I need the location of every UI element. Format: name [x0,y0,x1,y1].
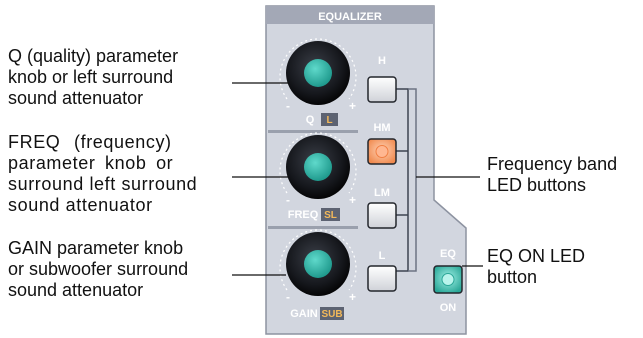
band-button-label: LM [374,187,390,199]
band-led-indicator [375,145,389,158]
callout-line: LED buttons [487,175,587,195]
eq-button-top-label: EQ [440,248,456,260]
callout-line: EQ ON LED [487,246,586,266]
freq-knob-group: - + FREQ SL [279,132,357,221]
callout-line: sound attenuator [8,280,144,300]
callout-freq: FREQ (frequency) parameter knob or surro… [8,132,197,216]
q-knob-cap [304,59,332,87]
callout-line: GAIN parameter knob [8,238,184,258]
callout-line: sound attenuator [8,195,153,215]
callout-line: button [487,267,538,287]
callout-band: Frequency band LED buttons [487,154,617,196]
gain-knob-cap [304,250,332,278]
band-button-label: HM [373,122,390,134]
band-bracket-line [396,150,408,216]
gain-alt-label-box [320,307,344,320]
callout-line: sound attenuator [8,88,144,108]
callout-q: Q (quality) parameter knob or left surro… [8,46,178,109]
panel-title: EQUALIZER [318,11,382,23]
panel-header-bar [266,6,434,24]
section-divider [268,130,358,133]
knob-minus-label: - [286,193,290,207]
knob-plus-label: + [349,193,356,207]
section-divider [268,226,358,229]
knob-scale-arc [279,38,357,100]
gain-knob-label: GAIN [290,308,318,320]
band-button-label: H [378,55,386,67]
knob-plus-label: + [349,290,356,304]
band-button-h[interactable] [367,76,397,103]
q-knob-group: - + Q L [279,38,357,126]
gain-knob-group: - + GAIN SUB [279,229,357,320]
band-button-l[interactable] [367,265,397,292]
band-button-label: L [379,250,386,262]
callout-line: Q (quality) parameter [8,46,179,66]
q-alt-label: L [326,115,332,126]
knob-scale-arc [279,132,357,194]
callout-line: parameter knob or [8,153,174,173]
callout-line: surround left surround [8,174,198,194]
callout-line: Frequency band [487,154,618,174]
callout-line: knob or left surround [8,67,174,87]
knob-minus-label: - [286,99,290,113]
band-bracket-line [396,88,409,272]
freq-alt-label-box [321,208,340,221]
band-button-lm[interactable] [367,202,397,229]
callout-eq: EQ ON LED button [487,246,585,288]
callout-line: FREQ (frequency) [8,132,172,152]
q-knob-label: Q [306,114,315,126]
freq-knob-label: FREQ [288,209,319,221]
callout-line: or subwoofer surround [8,259,189,279]
callout-gain: GAIN parameter knob or subwoofer surroun… [8,238,188,301]
freq-alt-label: SL [324,210,337,221]
knob-plus-label: + [349,99,356,113]
freq-knob-cap [304,153,332,181]
band-bracket-line-right [408,88,417,272]
eq-button-bottom-label: ON [440,302,457,314]
knob-scale-arc [279,229,357,291]
knob-minus-label: - [286,290,290,304]
eq-led-indicator [441,273,455,286]
gain-alt-label: SUB [321,309,342,320]
q-alt-label-box [321,113,338,126]
